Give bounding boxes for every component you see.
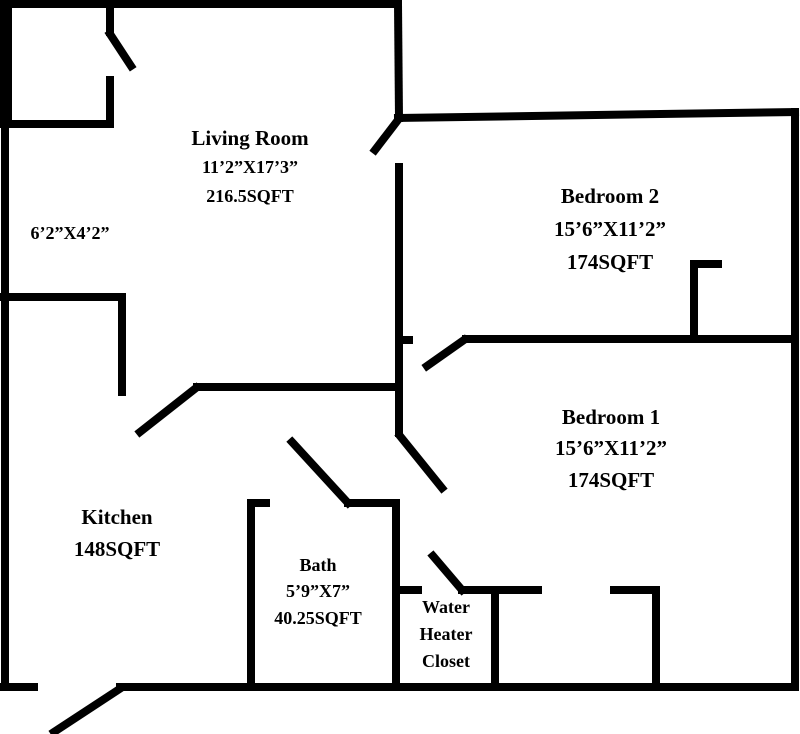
closet-walls (0, 0, 137, 128)
bath-door (286, 436, 354, 509)
bedroom1-label: Bedroom 1 15’6”X11’2” 174SQFT (555, 405, 667, 492)
bedroom1-dims: 15’6”X11’2” (555, 436, 667, 460)
closet-door (104, 28, 137, 72)
kitchen-area: 148SQFT (74, 537, 160, 561)
water-heater-line3: Closet (422, 651, 470, 671)
bedroom2-area: 174SQFT (567, 250, 653, 274)
bedroom1-closet-door (421, 334, 470, 372)
closet-dims: 6’2”X4’2” (31, 223, 110, 243)
living-room-dims: 11’2”X17’3” (202, 157, 298, 177)
bedroom2-dims: 15’6”X11’2” (554, 217, 666, 241)
bedroom2-door (369, 114, 404, 156)
bedroom-walls (394, 260, 799, 494)
living-room-label: Living Room 11’2”X17’3” 216.5SQFT (191, 126, 309, 206)
water-heater-label: Water Heater Closet (420, 597, 473, 671)
bedroom2-name: Bedroom 2 (561, 184, 659, 208)
water-heater-line2: Heater (420, 624, 473, 644)
bath-walls (247, 436, 660, 690)
bedroom1-area: 174SQFT (568, 468, 654, 492)
bedroom1-name: Bedroom 1 (562, 405, 660, 429)
kitchen-door (134, 382, 202, 438)
bedroom2-label: Bedroom 2 15’6”X11’2” 174SQFT (554, 184, 666, 274)
bath-area: 40.25SQFT (274, 608, 362, 628)
bath-dims: 5’9”X7” (286, 581, 350, 601)
living-right-wall (393, 0, 404, 123)
water-heater-door (427, 550, 468, 596)
bedroom2-top-wall (393, 107, 800, 123)
left-wall-thick (0, 0, 12, 122)
entry-door (48, 684, 124, 734)
bath-label: Bath 5’9”X7” 40.25SQFT (274, 555, 362, 628)
living-room-area: 216.5SQFT (206, 186, 294, 206)
living-walls (0, 0, 413, 438)
kitchen-name: Kitchen (81, 505, 152, 529)
bath-name: Bath (299, 555, 336, 575)
kitchen-label: Kitchen 148SQFT (74, 505, 160, 561)
water-heater-line1: Water (422, 597, 470, 617)
bedroom1-door (394, 430, 448, 494)
living-room-name: Living Room (191, 126, 309, 150)
